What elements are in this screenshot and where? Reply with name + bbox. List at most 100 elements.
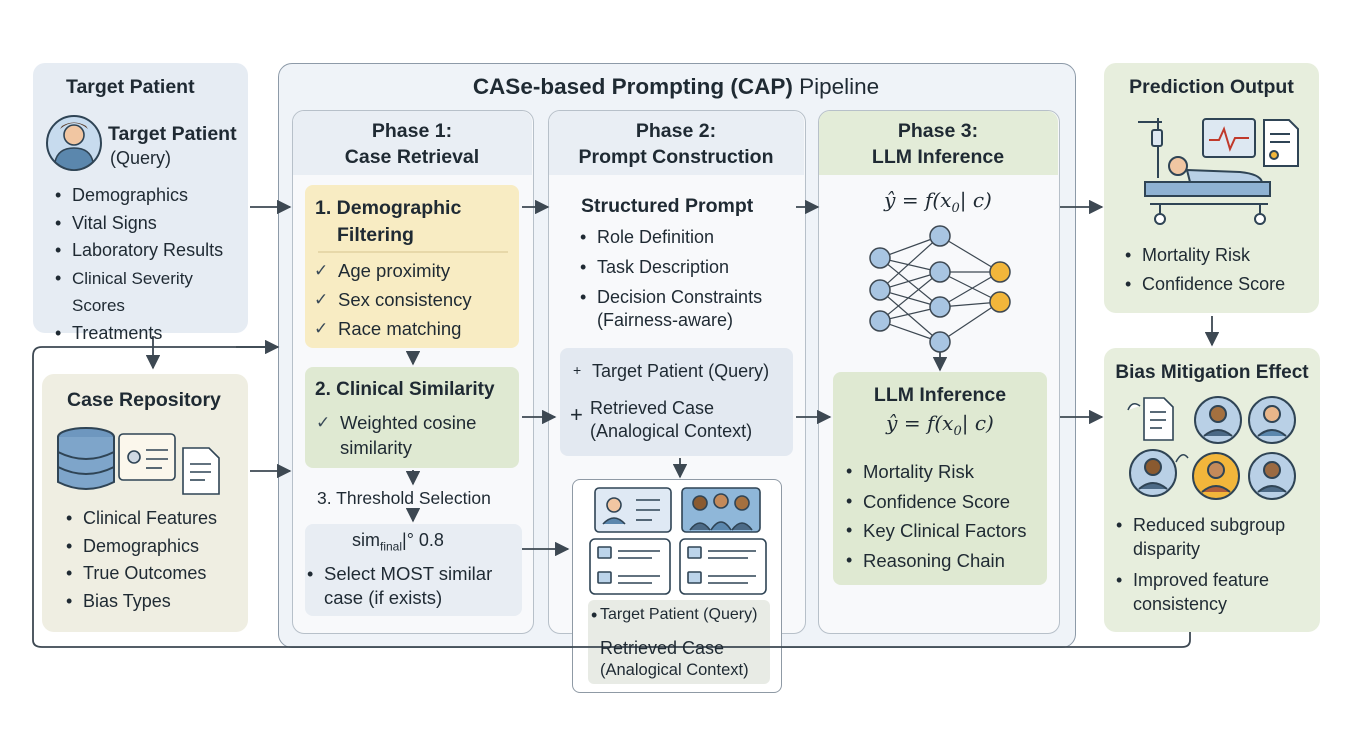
step1-title-line1: 1. Demographic — [315, 197, 462, 219]
clinical-similarity-list: Weighted cosine similarity — [316, 410, 496, 460]
formula-sub: 0 — [951, 201, 960, 216]
feedback-loop-line — [32, 346, 1191, 648]
phase3-title: Phase 3: LLM Inference — [818, 118, 1058, 170]
document-icon — [182, 447, 220, 495]
phase1-title-line1: Phase 1: — [371, 120, 453, 142]
list-item: Confidence Score — [1122, 270, 1317, 299]
list-item: Key Clinical Factors — [843, 516, 1048, 546]
list-item: Role Definition — [577, 222, 797, 252]
card-checklist-icon-right — [679, 538, 767, 595]
query-target-label: Target Patient (Query) — [592, 361, 770, 381]
phase3-header-band — [819, 111, 1058, 175]
pipeline-title: CASe-based Prompting (CAP) Pipeline — [278, 74, 1074, 100]
pipeline-title-main: CASe-based Prompting (CAP) — [472, 74, 793, 99]
formula-sub: 0 — [953, 424, 962, 439]
list-item: Task Description — [577, 252, 797, 282]
card-retrieved-label: Retrieved Case (Analogical Context) — [600, 637, 749, 681]
plus-big: + — [570, 402, 583, 427]
formula-lhs: ŷ = f(x — [884, 188, 952, 212]
formula-rhs: | c) — [961, 411, 994, 435]
bias-mitigation-list: Reduced subgroup disparity Improved feat… — [1113, 513, 1313, 616]
list-item: Reduced subgroup disparity — [1113, 513, 1313, 561]
card-retrieved-line2: (Analogical Context) — [600, 661, 749, 679]
plus-small: + — [573, 362, 582, 378]
target-patient-label: Target Patient — [108, 123, 237, 145]
phase1-title: Phase 1: Case Retrieval — [292, 118, 532, 170]
threshold-select-list: Select MOST similar case (if exists) — [304, 562, 520, 610]
prompt-card-list: Target Patient (Query) — [588, 604, 778, 626]
similarity-threshold: simfinal|° 0.8 — [352, 530, 444, 554]
sim-operator: |° 0.8 — [402, 530, 444, 550]
formula-lhs: ŷ = f(x — [886, 411, 954, 435]
database-icon — [57, 427, 115, 490]
list-item: Demographics — [63, 533, 243, 561]
neural-network-icon — [869, 225, 1011, 353]
patient-avatar-icon — [46, 115, 102, 171]
list-item: Improved feature consistency — [1113, 568, 1313, 616]
list-item: Reasoning Chain — [843, 546, 1048, 576]
phase2-title-line2: Prompt Construction — [578, 146, 774, 168]
sim-subscript: final — [380, 539, 403, 554]
card-checklist-icon-left — [589, 538, 671, 595]
list-item: Decision Constraints (Fairness-aware) — [577, 286, 797, 332]
step1-title-line2: Filtering — [337, 224, 414, 246]
list-item: Select MOST similar case (if exists) — [304, 562, 520, 610]
structured-prompt-list: Role Definition Task Description Decisio… — [577, 222, 797, 332]
list-item: Confidence Score — [843, 487, 1048, 517]
card-patient-icon — [594, 487, 672, 533]
prediction-output-list: Mortality Risk Confidence Score — [1122, 241, 1317, 299]
pipeline-title-rest: Pipeline — [799, 74, 880, 99]
list-item: Sex consistency — [314, 285, 514, 314]
phase2-title: Phase 2: Prompt Construction — [548, 118, 804, 170]
list-item: Laboratory Results — [52, 237, 250, 265]
llm-inference-title: LLM Inference — [873, 384, 1007, 406]
list-item: Mortality Risk — [843, 457, 1048, 487]
list-item: Bias Types — [63, 588, 243, 616]
hospital-bed-icon — [1138, 118, 1299, 225]
target-patient-sublabel: (Query) — [110, 148, 172, 168]
llm-inference-formula: ŷ = f(x0| c) — [833, 411, 1047, 439]
card-group-icon — [681, 487, 761, 533]
formula-rhs: | c) — [959, 188, 992, 212]
prediction-output-title: Prediction Output — [1129, 76, 1294, 98]
list-item: True Outcomes — [63, 560, 243, 588]
phase1-header-band — [293, 111, 532, 175]
card-retrieved-line1: Retrieved Case — [600, 638, 725, 658]
threshold-selection-title: 3. Threshold Selection — [317, 488, 491, 508]
phase2-header-band — [549, 111, 804, 175]
phase3-title-line2: LLM Inference — [871, 146, 1005, 168]
target-patient-list: Demographics Vital Signs Laboratory Resu… — [52, 182, 250, 348]
phase3-formula: ŷ = f(x0| c) — [818, 188, 1058, 216]
phase2-title-line1: Phase 2: — [635, 120, 717, 142]
list-item: Age proximity — [314, 256, 514, 285]
list-item: Clinical Features — [63, 505, 243, 533]
phase1-title-line2: Case Retrieval — [344, 146, 480, 168]
list-item: Mortality Risk — [1122, 241, 1317, 270]
list-item: Race matching — [314, 314, 514, 343]
retrieved-case-line2: (Analogical Context) — [590, 421, 753, 441]
retrieved-case-line1: Retrieved Case — [590, 398, 715, 418]
case-repository-title: Case Repository — [67, 389, 221, 411]
list-item: Vital Signs — [52, 210, 250, 238]
list-item: Clinical Severity Scores — [52, 265, 250, 320]
diverse-people-icons — [1129, 396, 1296, 500]
case-repository-list: Clinical Features Demographics True Outc… — [63, 505, 243, 615]
query-context-box — [560, 348, 793, 456]
target-patient-title: Target Patient — [66, 76, 195, 98]
llm-inference-list: Mortality Risk Confidence Score Key Clin… — [843, 457, 1048, 575]
demographic-filtering-list: Age proximity Sex consistency Race match… — [314, 256, 514, 343]
id-card-icon — [118, 433, 176, 481]
query-retrieved-label: Retrieved Case (Analogical Context) — [590, 397, 752, 443]
clinical-similarity-title: 2. Clinical Similarity — [315, 379, 495, 400]
list-item: Treatments — [52, 320, 250, 348]
bias-document-icon — [1127, 397, 1174, 441]
list-item: Demographics — [52, 182, 250, 210]
bias-mitigation-title: Bias Mitigation Effect — [1115, 362, 1309, 383]
sim-label: sim — [352, 530, 380, 550]
phase3-title-line1: Phase 3: — [897, 120, 979, 142]
demographic-filtering-title: 1. Demographic Filtering — [315, 195, 461, 249]
list-item: Target Patient (Query) — [588, 604, 778, 626]
list-item: Weighted cosine similarity — [316, 410, 496, 460]
structured-prompt-title: Structured Prompt — [581, 195, 754, 217]
